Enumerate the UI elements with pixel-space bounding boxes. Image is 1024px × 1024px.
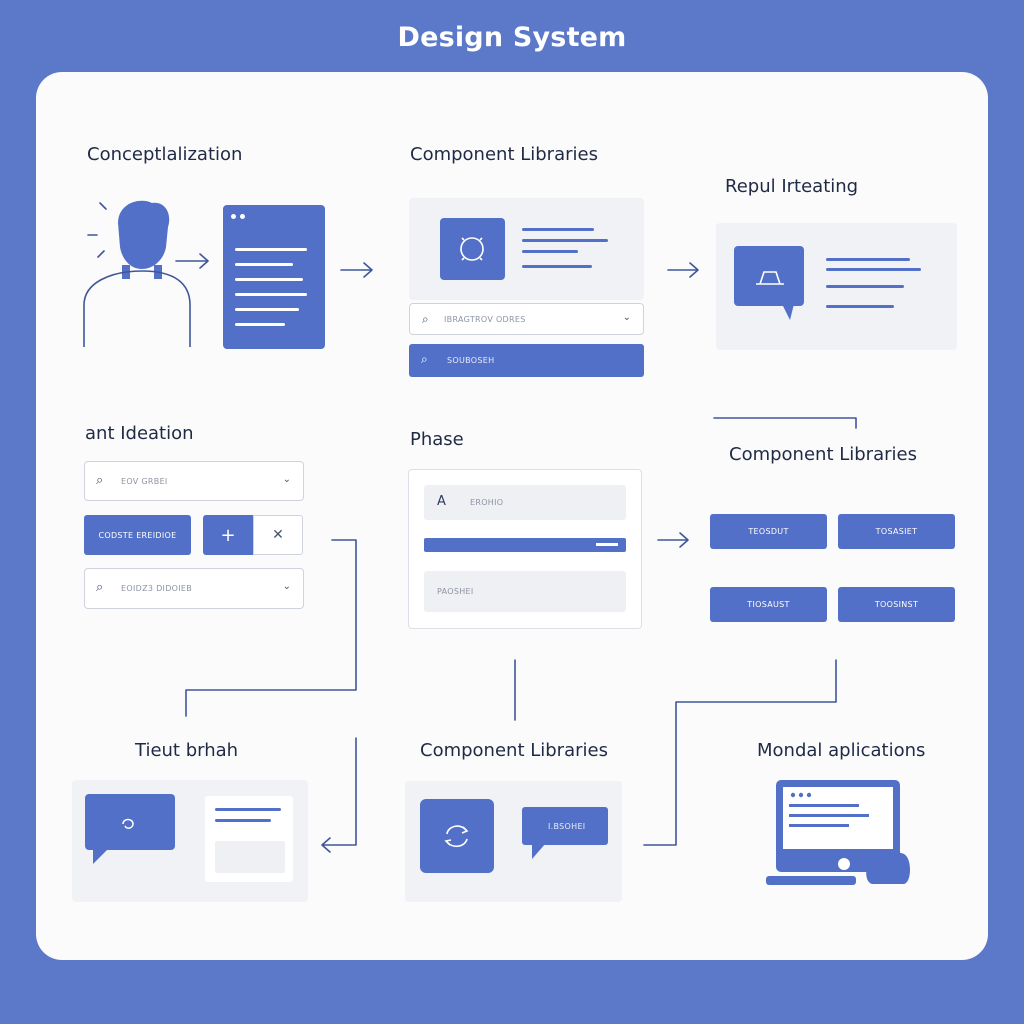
field-placeholder: EOIDZ3 DIDOIEB [121,584,193,593]
preview-card [205,796,293,882]
text-line [826,258,910,261]
heading-mondal: Mondal aplications [757,740,926,761]
message-card [716,223,957,350]
text-line [235,323,285,326]
search-icon: ⌕ [96,580,104,595]
phase-field-1[interactable]: A EROHIO [424,485,626,520]
document-card [223,205,325,349]
connector-line [185,539,357,717]
field-placeholder: EROHIO [470,498,504,507]
arrow-right-icon [667,262,699,278]
field-placeholder: EOV GRBEI [121,477,168,486]
text-line [235,278,303,281]
field-placeholder: PAOSHEI [437,587,474,596]
font-icon: A [437,494,446,509]
text-line [826,268,921,271]
button-label: TOOSINST [874,600,919,609]
component-card-bottom: I.BSOHEI [405,781,622,902]
plus-icon: + [220,524,236,546]
refresh-icon [420,799,494,873]
plus-button[interactable]: + [203,515,253,555]
arrow-right-icon [340,262,373,278]
text-line [826,305,894,308]
close-icon: ✕ [272,527,284,543]
phase-field-2[interactable]: PAOSHEI [424,571,626,612]
gear-icon [440,218,505,280]
progress-indicator [596,543,618,546]
mouse-icon [866,851,910,884]
text-line [522,228,594,231]
heading-component-libraries-bottom: Component Libraries [420,740,608,761]
search-icon: ⌕ [96,473,104,488]
chat-bubble-icon [85,794,175,864]
text-line [235,308,299,311]
heading-ideation: ant Ideation [85,423,194,444]
text-line [235,248,307,251]
heading-conceptualization: Conceptlalization [87,144,243,165]
arrow-right-icon [175,253,209,269]
button-label: TOSASIET [875,527,918,536]
search-icon: ⌕ [421,352,428,366]
text-line [522,250,578,253]
person-icon [83,200,191,347]
ideation-field-2[interactable]: ⌕ EOIDZ3 DIDOIEB ⌄ [84,568,304,609]
arrow-right-icon [657,532,689,548]
search-input[interactable]: ⌕ IBRAGTROV ODRES ⌄ [409,303,644,335]
text-line [826,285,904,288]
heading-phase: Phase [410,429,464,450]
chat-bubble-icon [734,246,804,320]
text-line [522,265,592,268]
laptop-icon [766,780,910,885]
heading-component-libraries-mid: Component Libraries [729,444,917,465]
chevron-down-icon: ⌄ [282,581,291,592]
search-button[interactable]: ⌕ SOUBOSEH [409,344,644,377]
create-button[interactable]: CODSTE EREIDIOE [84,515,191,555]
bubble-label: I.BSOHEI [548,822,586,831]
chat-bubble-icon [522,807,608,859]
chevron-down-icon: ⌄ [282,474,291,485]
library-button-3[interactable]: TIOSAUST [710,587,827,622]
text-line [522,239,608,242]
heading-component-libraries-top: Component Libraries [410,144,598,165]
search-icon: ⌕ [422,312,429,326]
library-button-2[interactable]: TOSASIET [838,514,955,549]
button-label: TIOSAUST [747,600,790,609]
page-title: Design System [397,22,627,53]
text-line [215,819,271,822]
component-card [409,198,644,300]
search-button-label: SOUBOSEH [447,356,495,365]
progress-bar [424,538,626,552]
button-label: TEOSDUT [748,527,789,536]
close-button[interactable]: ✕ [253,515,303,555]
window-dot [240,214,245,219]
create-button-label: CODSTE EREIDIOE [98,530,177,540]
connector-arrow [321,737,357,853]
connector-line [713,417,857,429]
connector-line [643,659,837,846]
chevron-down-icon: ⌄ [622,312,631,323]
heading-tieut: Tieut brhah [135,740,239,761]
phase-form: A EROHIO PAOSHEI [408,469,642,629]
search-placeholder: IBRAGTROV ODRES [444,315,526,324]
ideation-field-1[interactable]: ⌕ EOV GRBEI ⌄ [84,461,304,501]
library-button-4[interactable]: TOOSINST [838,587,955,622]
window-dot [231,214,236,219]
preview-block [215,841,285,873]
text-line [235,263,293,266]
text-line [215,808,281,811]
text-line [235,293,307,296]
heading-repul: Repul Irteating [725,176,859,197]
chat-card [72,780,308,902]
library-button-1[interactable]: TEOSDUT [710,514,827,549]
